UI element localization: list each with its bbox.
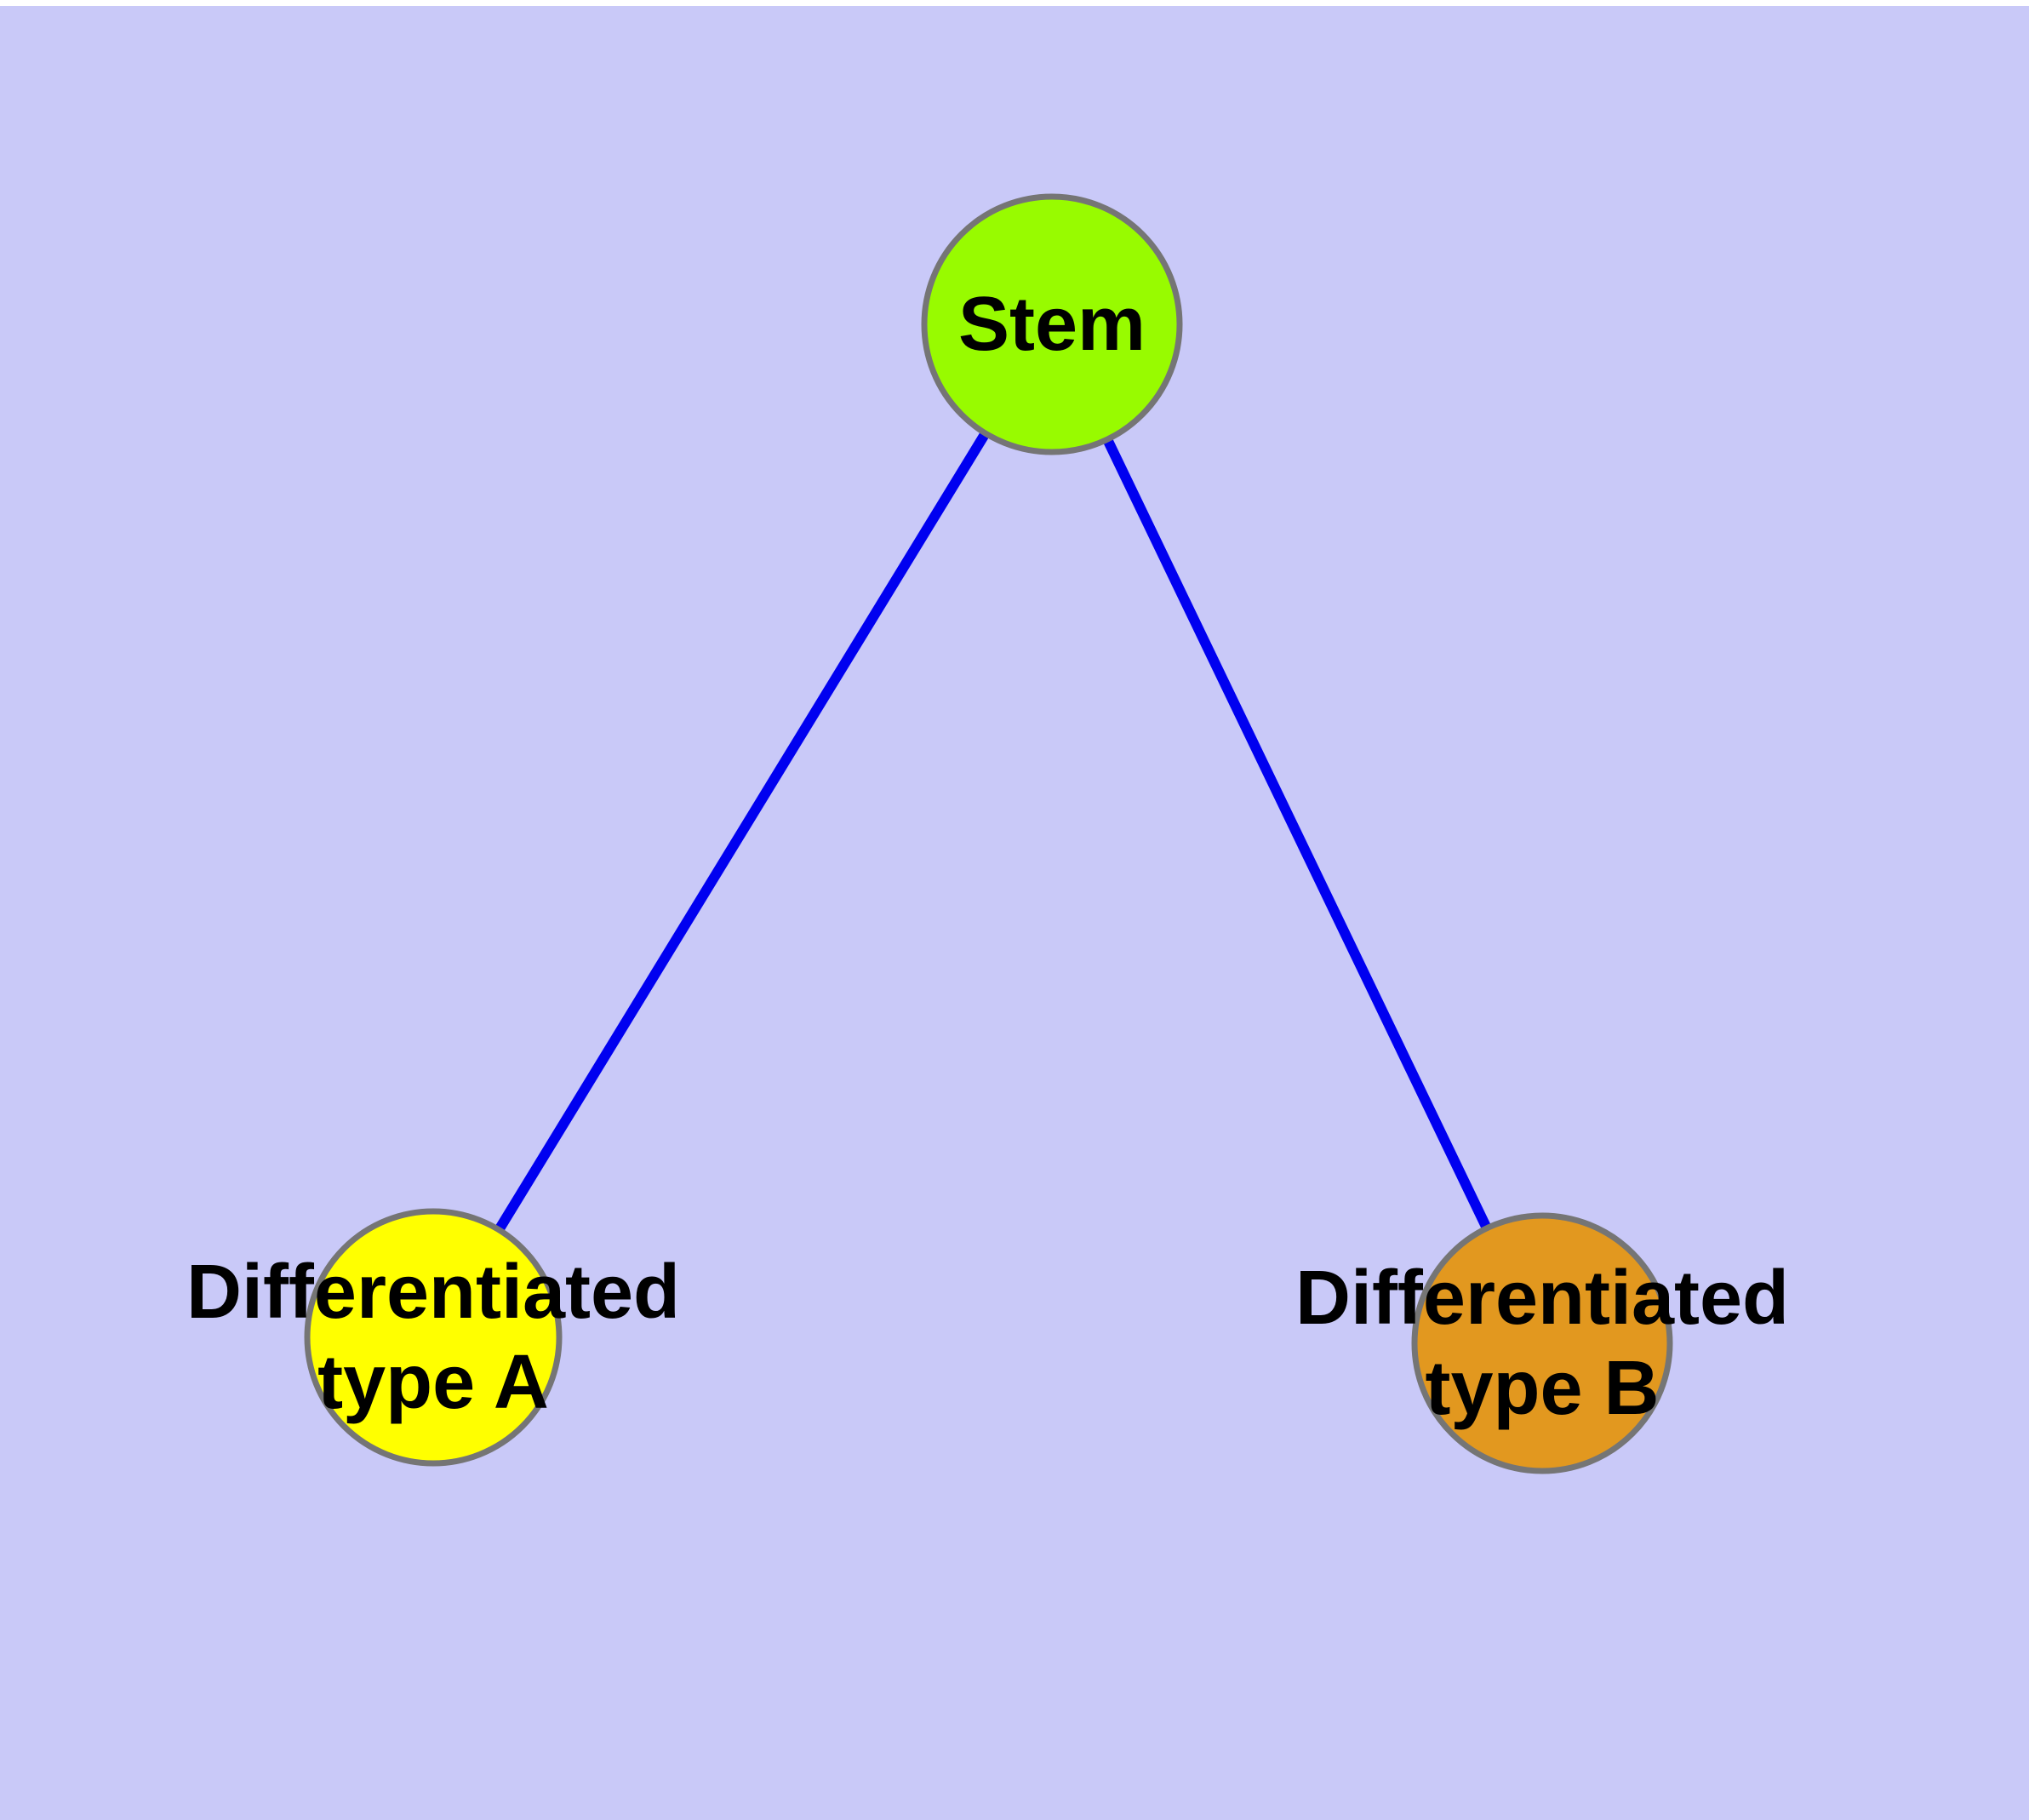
node-circle-diff-b xyxy=(1411,1212,1673,1474)
edge-stem-diff-a xyxy=(428,321,1057,1341)
top-margin xyxy=(0,0,2029,6)
node-label-stem: Stem xyxy=(958,282,1146,367)
node-circle-diff-a xyxy=(304,1208,563,1467)
edge-stem-diff-b xyxy=(1047,322,1547,1346)
node-stem: Stem xyxy=(921,193,1183,455)
edge-layer xyxy=(428,321,1547,1346)
node-circle-stem xyxy=(921,193,1183,455)
